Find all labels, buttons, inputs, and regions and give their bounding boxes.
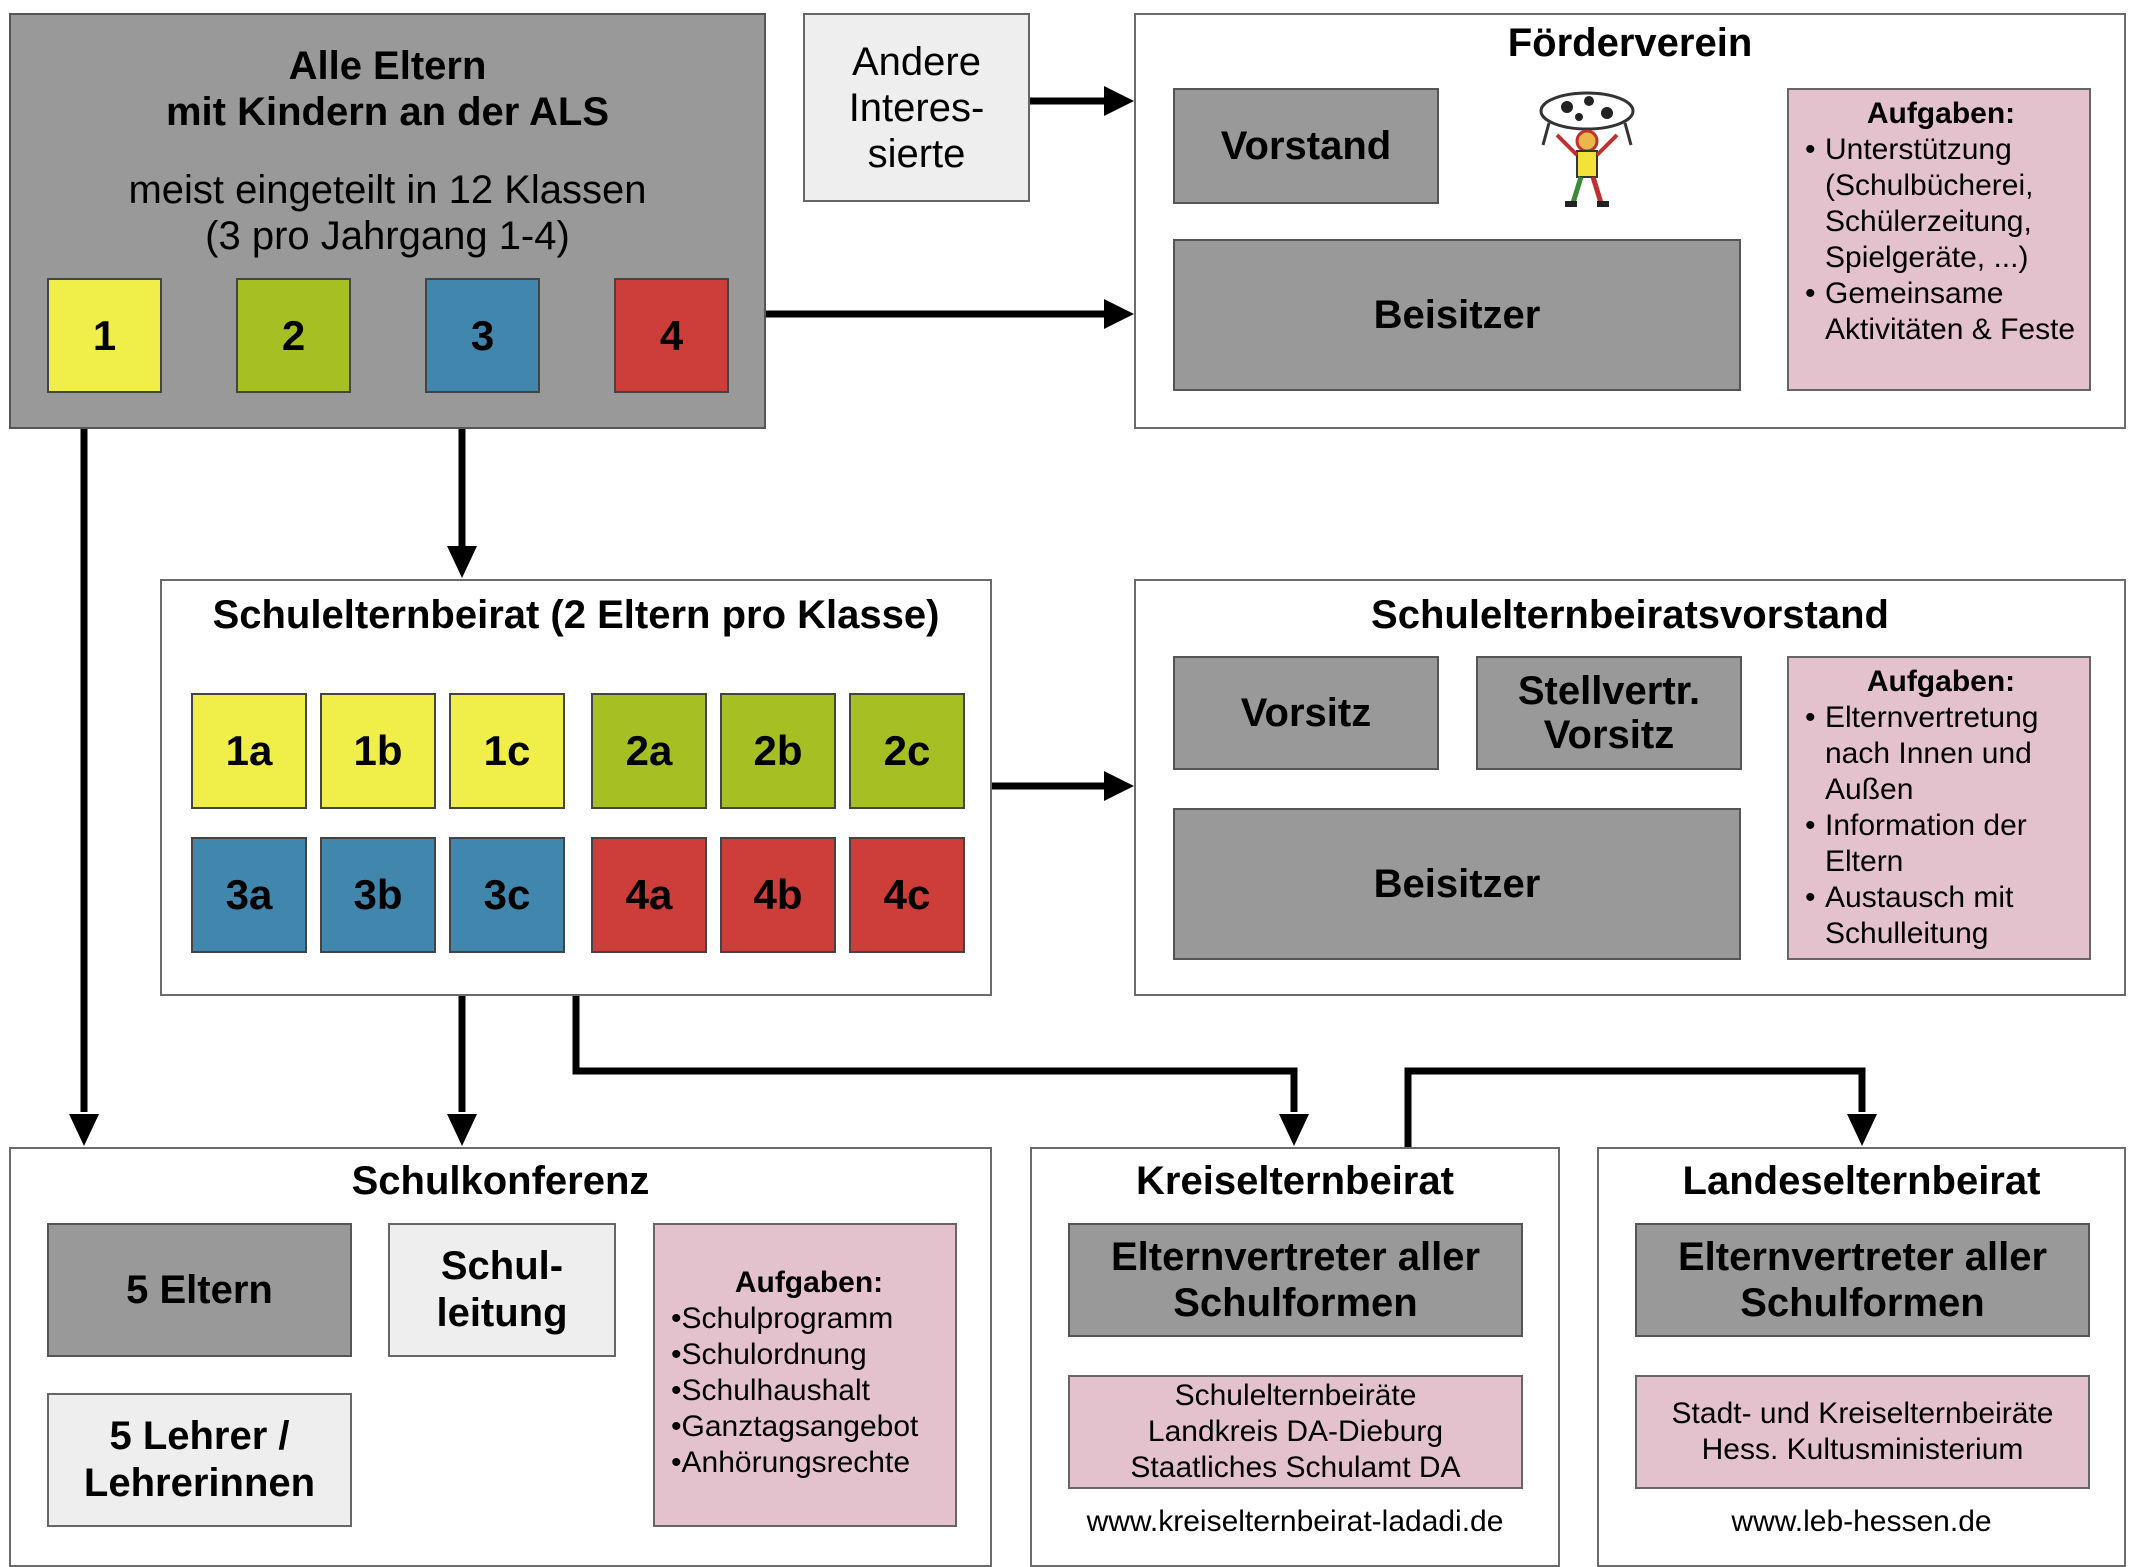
- foerderverein-tasks: Aufgaben: Unterstützung (Schulbücherei, …: [1787, 88, 2091, 391]
- foerderverein-box: Förderverein Vorstand Beisitzer Aufgaben…: [1134, 13, 2126, 429]
- grade-2-square: 2: [236, 278, 351, 393]
- seb-vorstand-title: Schulelternbeiratsvorstand: [1371, 593, 1889, 637]
- mascot-cow-illustration-icon: [1527, 85, 1647, 215]
- tasks-title: Aufgaben:: [734, 1266, 884, 1299]
- class-square: 4c: [849, 837, 965, 953]
- arrowhead-icon: [69, 1114, 99, 1146]
- arrowhead-icon: [1279, 1114, 1309, 1146]
- all-parents-title: Alle Eltern mit Kindern an der ALS: [165, 44, 609, 134]
- class-square: 1c: [449, 693, 565, 809]
- task-item: Ganztagsangebot: [671, 1409, 947, 1445]
- landeselternbeirat-title: Landeselternbeirat: [1682, 1159, 2041, 1203]
- arrowhead-icon: [1847, 1114, 1877, 1146]
- class-square: 2b: [720, 693, 836, 809]
- task-item: Elternvertretung nach Innen und Außen: [1803, 700, 2079, 808]
- class-square: 4b: [720, 837, 836, 953]
- other-interested-box: Andere Interes- sierte: [803, 13, 1030, 202]
- task-item: Schulhaushalt: [671, 1373, 947, 1409]
- task-item: Gemeinsame Aktivitäten & Feste: [1803, 276, 2079, 348]
- task-item: Schulprogramm: [671, 1301, 947, 1337]
- schulkonferenz-title: Schulkonferenz: [351, 1159, 650, 1203]
- schulkonferenz-box: Schulkonferenz 5 Eltern 5 Lehrer / Lehre…: [9, 1147, 992, 1567]
- grade-3-square: 3: [425, 278, 540, 393]
- task-item: Unterstützung (Schulbücherei, Schülerzei…: [1803, 132, 2079, 276]
- kreis-representatives-box: Elternvertreter aller Schulformen: [1068, 1223, 1523, 1337]
- schulelternbeirat-title: Schulelternbeirat (2 Eltern pro Klasse): [212, 593, 940, 637]
- foerderverein-title: Förderverein: [1507, 21, 1753, 65]
- schulkonferenz-tasks: Aufgaben: Schulprogramm Schulordnung Sch…: [653, 1223, 957, 1527]
- arrowhead-icon: [1104, 771, 1134, 801]
- task-item: Anhörungsrechte: [671, 1445, 947, 1481]
- seb-vorstand-box: Schulelternbeiratsvorstand Vorsitz Stell…: [1134, 579, 2126, 996]
- class-square: 1b: [320, 693, 436, 809]
- school-leadership-box: Schul- leitung: [388, 1223, 616, 1357]
- arrowhead-icon: [447, 1114, 477, 1146]
- foerderverein-beisitzer: Beisitzer: [1173, 239, 1741, 391]
- foerderverein-vorstand: Vorstand: [1173, 88, 1439, 204]
- kreis-members-box: Schulelternbeiräte Landkreis DA-Dieburg …: [1068, 1375, 1523, 1489]
- kreis-website-link[interactable]: www.kreiselternbeirat-ladadi.de: [1086, 1505, 1504, 1538]
- class-square: 3a: [191, 837, 307, 953]
- task-item: Schulordnung: [671, 1337, 947, 1373]
- seb-beisitzer: Beisitzer: [1173, 808, 1741, 960]
- landes-members-box: Stadt- und Kreiselternbeiräte Hess. Kult…: [1635, 1375, 2090, 1489]
- seb-vorstand-tasks: Aufgaben: Elternvertretung nach Innen un…: [1787, 656, 2091, 960]
- kreiselternbeirat-title: Kreiselternbeirat: [1136, 1159, 1454, 1203]
- all-parents-subtitle: meist eingeteilt in 12 Klassen (3 pro Ja…: [128, 168, 647, 258]
- grade-4-square: 4: [614, 278, 729, 393]
- class-square: 2c: [849, 693, 965, 809]
- class-square: 3b: [320, 837, 436, 953]
- class-square: 1a: [191, 693, 307, 809]
- landes-representatives-box: Elternvertreter aller Schulformen: [1635, 1223, 2090, 1337]
- arrowhead-icon: [1104, 86, 1134, 116]
- class-square: 2a: [591, 693, 707, 809]
- class-square: 3c: [449, 837, 565, 953]
- all-parents-box: Alle Eltern mit Kindern an der ALS meist…: [9, 13, 766, 429]
- stellv-vorsitz-box: Stellvertr. Vorsitz: [1476, 656, 1742, 770]
- task-item: Information der Eltern: [1803, 808, 2079, 880]
- teachers-5-box: 5 Lehrer / Lehrerinnen: [47, 1393, 352, 1527]
- landeselternbeirat-box: Landeselternbeirat Elternvertreter aller…: [1597, 1147, 2126, 1567]
- grade-1-square: 1: [47, 278, 162, 393]
- parents-5-box: 5 Eltern: [47, 1223, 352, 1357]
- schulelternbeirat-box: Schulelternbeirat (2 Eltern pro Klasse) …: [160, 579, 992, 996]
- kreiselternbeirat-box: Kreiselternbeirat Elternvertreter aller …: [1030, 1147, 1560, 1567]
- vorsitz-box: Vorsitz: [1173, 656, 1439, 770]
- landes-website-link[interactable]: www.leb-hessen.de: [1731, 1505, 1992, 1538]
- task-item: Austausch mit Schulleitung: [1803, 880, 2079, 952]
- tasks-title: Aufgaben:: [1866, 665, 2016, 698]
- arrowhead-icon: [447, 546, 477, 578]
- arrowhead-icon: [1104, 299, 1134, 329]
- class-square: 4a: [591, 837, 707, 953]
- tasks-title: Aufgaben:: [1866, 97, 2016, 130]
